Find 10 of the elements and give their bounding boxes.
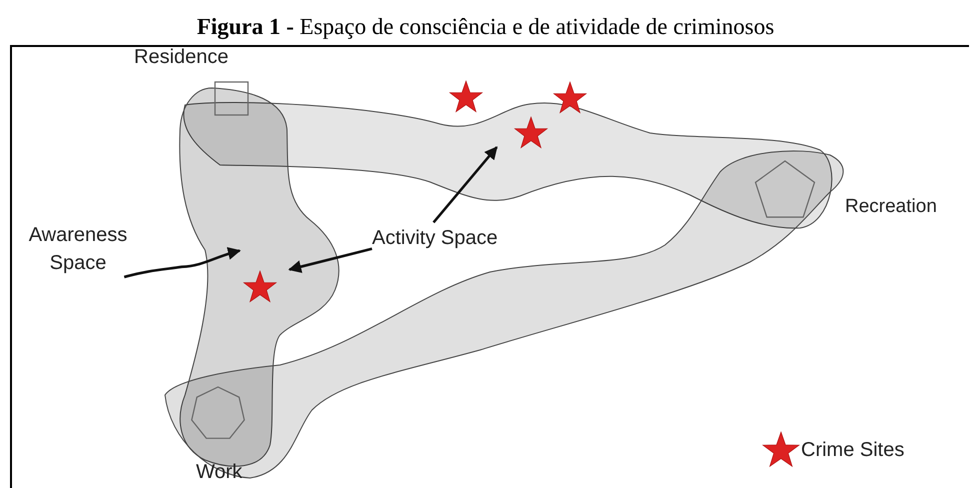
- leader-arrow: [288, 248, 372, 273]
- leader-arrow: [432, 146, 498, 224]
- leader-arrow: [124, 247, 241, 278]
- legend-label: Crime Sites: [801, 438, 904, 462]
- place-label: Residence: [134, 45, 229, 69]
- leader-label: Awareness Space: [12, 221, 144, 277]
- place-label: Recreation: [845, 195, 937, 219]
- figure-title: Figura 1 - Espaço de consciência e de atividade de criminosos: [196, 14, 776, 40]
- activity-path-band: [183, 102, 832, 229]
- leader-label: Activity Space: [372, 226, 498, 250]
